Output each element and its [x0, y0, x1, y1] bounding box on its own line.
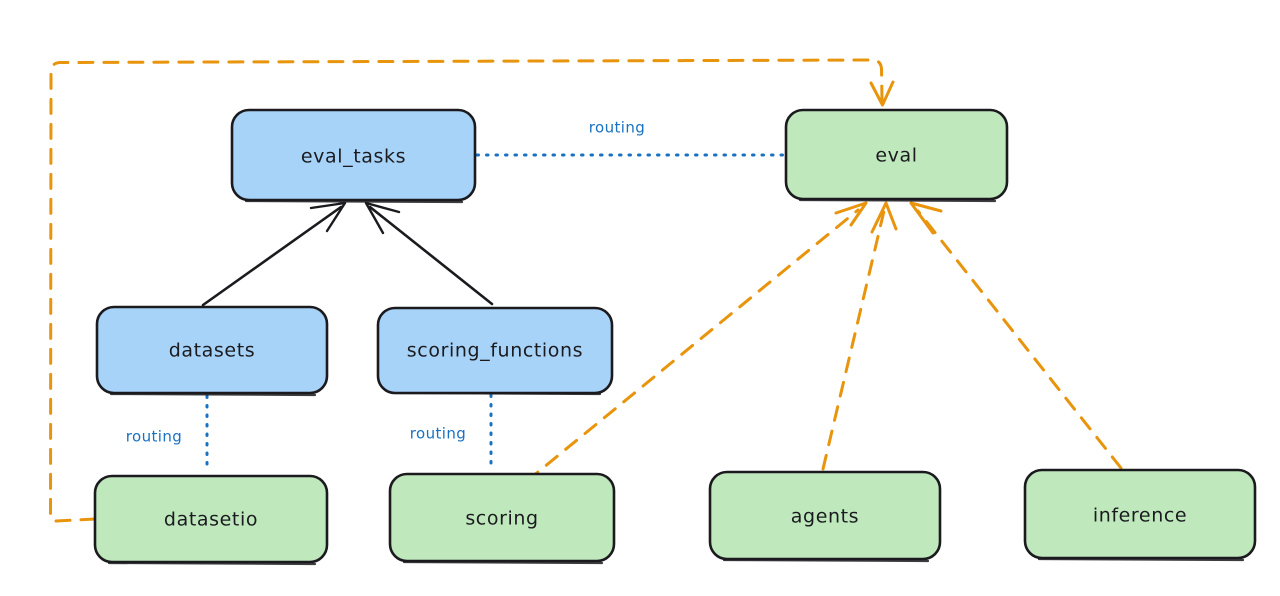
solid-edges-group — [201, 201, 494, 307]
edge-agents-to-eval[interactable] — [821, 201, 898, 471]
node-datasets-shape — [95, 305, 329, 395]
node-eval[interactable]: eval — [784, 108, 1009, 203]
edge-inference-to-eval-line — [916, 209, 1123, 470]
node-eval-label: eval — [875, 145, 917, 167]
node-scoring-functions-shape — [376, 306, 614, 395]
node-datasetio-shape — [93, 474, 329, 564]
node-datasetio-label: datasetio — [164, 509, 258, 531]
edge-scoring-to-eval-line — [525, 208, 860, 483]
node-inference-label: inference — [1093, 505, 1187, 527]
edge-label-routing-eval: routing — [589, 119, 645, 137]
edge-scoring-functions-to-eval-tasks-arrowhead — [364, 201, 401, 235]
edge-inference-to-eval[interactable] — [909, 201, 1123, 470]
edge-scoring-to-eval[interactable] — [525, 201, 868, 483]
node-eval-tasks-label: eval_tasks — [301, 146, 406, 168]
edge-agents-to-eval-line — [821, 209, 886, 471]
edge-datasets-to-eval-tasks-arrowhead — [309, 201, 347, 233]
node-scoring-shape — [388, 472, 616, 563]
node-scoring-functions[interactable]: scoring_functions — [376, 306, 614, 396]
nodes-group: eval_tasks eval datasets scoring_functio… — [93, 108, 1257, 566]
edge-datasets-to-eval-tasks-line — [201, 205, 343, 307]
node-agents-label: agents — [791, 506, 859, 528]
edge-label-routing-datasetio: routing — [126, 428, 182, 446]
node-agents[interactable]: agents — [708, 470, 942, 563]
edge-labels-group: routing routing routing — [126, 119, 645, 446]
edge-agents-to-eval-arrowhead — [870, 201, 898, 234]
edge-datasetio-to-eval-line — [48, 58, 884, 523]
edge-scoring-to-eval-arrowhead — [834, 201, 868, 227]
node-scoring[interactable]: scoring — [388, 472, 616, 565]
edge-datasetio-to-eval-arrowhead — [869, 80, 895, 107]
node-scoring-label: scoring — [465, 508, 538, 530]
node-inference-shape — [1023, 468, 1257, 560]
node-datasets[interactable]: datasets — [95, 305, 329, 397]
edge-datasets-to-eval-tasks[interactable] — [201, 201, 347, 307]
node-agents-shape — [708, 470, 942, 561]
edge-inference-to-eval-arrowhead — [909, 201, 943, 235]
edge-label-routing-scoring: routing — [410, 425, 466, 443]
node-inference[interactable]: inference — [1023, 468, 1257, 562]
node-datasetio[interactable]: datasetio — [93, 474, 329, 566]
edge-scoring-functions-to-eval-tasks-line — [368, 205, 494, 306]
dependency-edges-group — [48, 58, 1123, 523]
routing-edges-group — [205, 153, 786, 474]
edge-datasetio-to-eval[interactable] — [48, 58, 895, 523]
node-eval-shape — [784, 108, 1009, 201]
node-datasets-label: datasets — [169, 340, 256, 362]
node-scoring-functions-label: scoring_functions — [407, 340, 583, 362]
node-eval-tasks[interactable]: eval_tasks — [230, 108, 477, 204]
node-eval-tasks-shape — [230, 108, 477, 202]
edge-scoring-functions-to-eval-tasks[interactable] — [364, 201, 494, 306]
